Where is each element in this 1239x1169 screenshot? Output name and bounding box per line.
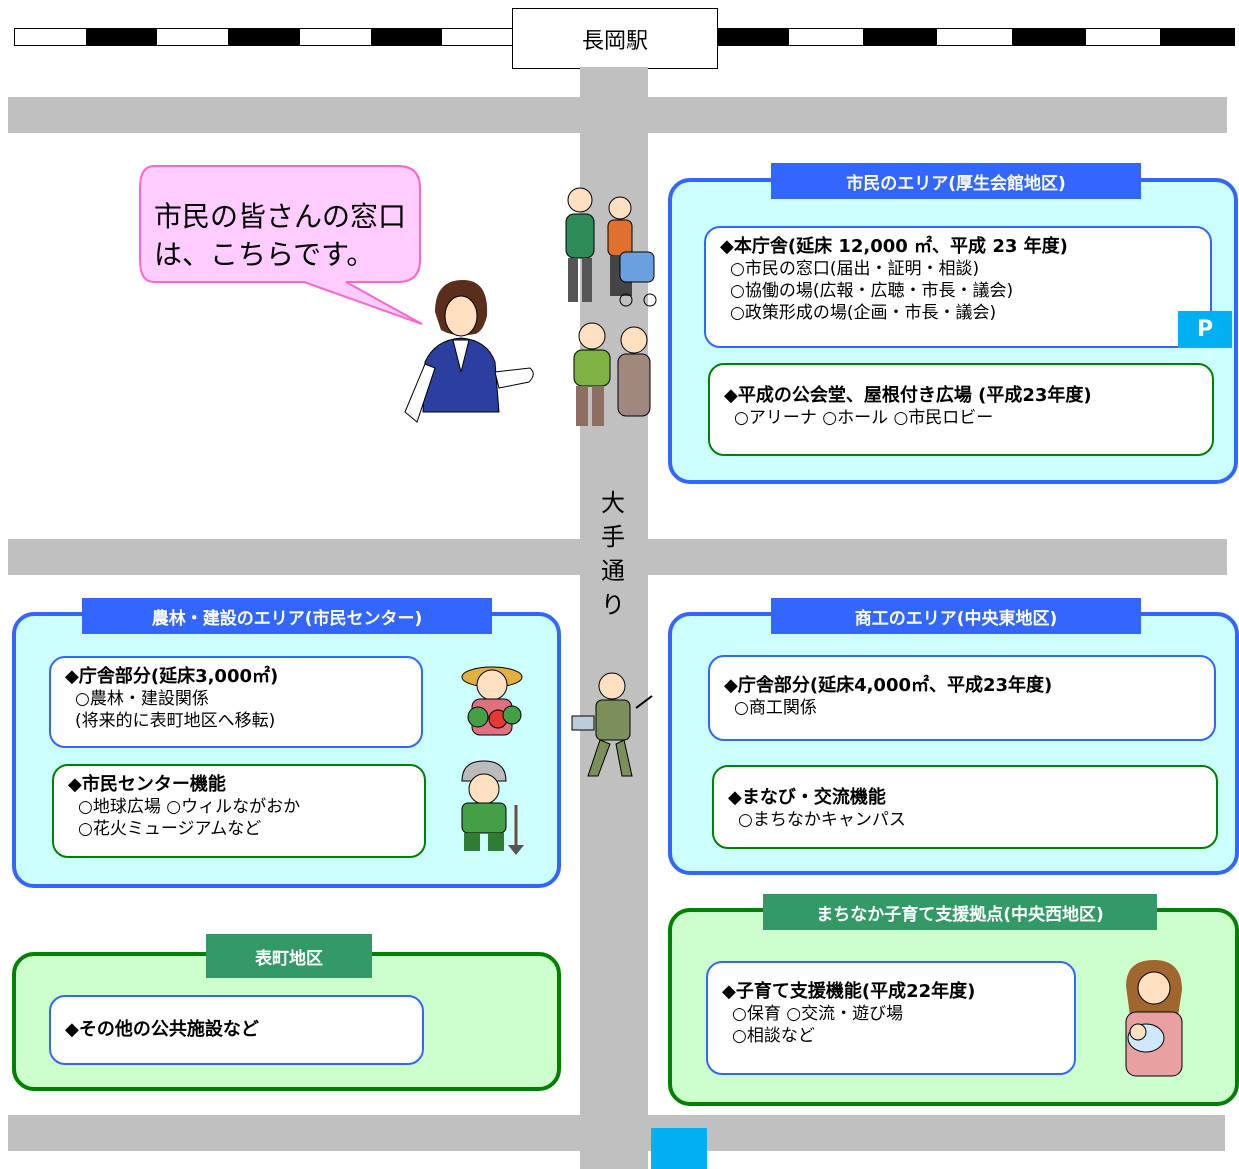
businessman-illustration xyxy=(571,672,653,777)
card-citizen-center: ◆市民センター機能 ○地球広場 ○ウィルながおか ○花火ミュージアムなど xyxy=(52,764,426,858)
omotemachi-other-heading: ◆その他の公共施設など xyxy=(65,1019,259,1040)
road-name-label: 大手通り xyxy=(593,486,633,622)
card-omotemachi-other: ◆その他の公共施設など xyxy=(49,995,424,1065)
card-honchosha: ◆本庁舎(延床 12,000 ㎡、平成 23 年度) ○市民の窓口(届出・証明・… xyxy=(704,226,1212,348)
card-childcare-support: ◆子育て支援機能(平成22年度) ○保育 ○交流・遊び場 ○相談など xyxy=(706,961,1076,1075)
agri-chosha-item: ○農林・建設関係 xyxy=(75,689,209,709)
childcare-support-heading: ◆子育て支援機能(平成22年度) xyxy=(722,981,976,1002)
mother-baby-illustration xyxy=(1125,960,1183,1077)
card-commerce-chosha: ◆庁舎部分(延床4,000㎡、平成23年度) ○商工関係 xyxy=(708,655,1216,741)
zone-childcare-title: まちなか子育て支援拠点(中央西地区) xyxy=(763,894,1157,930)
construction-worker-illustration xyxy=(461,760,524,855)
zone-agri-title: 農林・建設のエリア(市民センター) xyxy=(82,598,492,634)
parking-badge-bottom xyxy=(651,1128,707,1169)
zone-omotemachi-title: 表町地区 xyxy=(206,934,372,978)
farmer-illustration xyxy=(461,666,523,736)
railway-left xyxy=(14,28,514,46)
card-agri-chosha: ◆庁舎部分(延床3,000㎡) ○農林・建設関係 (将来的に表町地区へ移転) xyxy=(49,656,423,748)
citizen-center-heading: ◆市民センター機能 xyxy=(68,774,226,795)
childcare-support-item: ○保育 ○交流・遊び場 xyxy=(732,1004,904,1024)
manabi-item: ○まちなかキャンパス xyxy=(738,810,906,830)
honchosha-item: ○政策形成の場(企画・市長・議会) xyxy=(730,303,997,323)
card-manabi: ◆まなび・交流機能 ○まちなかキャンパス xyxy=(712,765,1218,849)
zone-citizen-title: 市民のエリア(厚生会館地区) xyxy=(771,163,1141,199)
commerce-chosha-item: ○商工関係 xyxy=(734,698,817,718)
family-stroller-illustration xyxy=(565,187,657,307)
card-kokaido: ◆平成の公会堂、屋根付き広場 (平成23年度) ○アリーナ ○ホール ○市民ロビ… xyxy=(708,363,1214,456)
parking-badge: P xyxy=(1178,311,1232,348)
honchosha-heading: ◆本庁舎(延床 12,000 ㎡、平成 23 年度) xyxy=(720,236,1068,257)
speech-bubble xyxy=(139,165,423,325)
receptionist-illustration xyxy=(404,280,534,423)
honchosha-item: ○市民の窓口(届出・証明・相談) xyxy=(730,259,980,279)
agri-chosha-item: (将来的に表町地区へ移転) xyxy=(75,711,276,731)
citizen-center-item: ○花火ミュージアムなど xyxy=(78,819,262,839)
road-name-text: 大手通り xyxy=(601,489,625,619)
childcare-support-item: ○相談など xyxy=(732,1026,815,1046)
commerce-chosha-heading: ◆庁舎部分(延床4,000㎡、平成23年度) xyxy=(724,675,1053,696)
railway-right xyxy=(714,28,1235,46)
kokaido-heading: ◆平成の公会堂、屋根付き広場 (平成23年度) xyxy=(724,385,1092,406)
speech-bubble-text: 市民の皆さんの窓口は、こちらです。 xyxy=(154,200,407,271)
manabi-heading: ◆まなび・交流機能 xyxy=(728,787,886,808)
agri-chosha-heading: ◆庁舎部分(延床3,000㎡) xyxy=(65,666,279,687)
zone-commerce-title: 商工のエリア(中央東地区) xyxy=(771,598,1141,634)
kokaido-item: ○アリーナ ○ホール ○市民ロビー xyxy=(734,408,994,428)
citizen-center-item: ○地球広場 ○ウィルながおか xyxy=(78,797,301,817)
station-name: 長岡駅 xyxy=(512,8,718,69)
honchosha-item: ○協働の場(広報・広聴・市長・議会) xyxy=(730,281,1014,301)
elderly-couple-illustration xyxy=(573,322,651,426)
